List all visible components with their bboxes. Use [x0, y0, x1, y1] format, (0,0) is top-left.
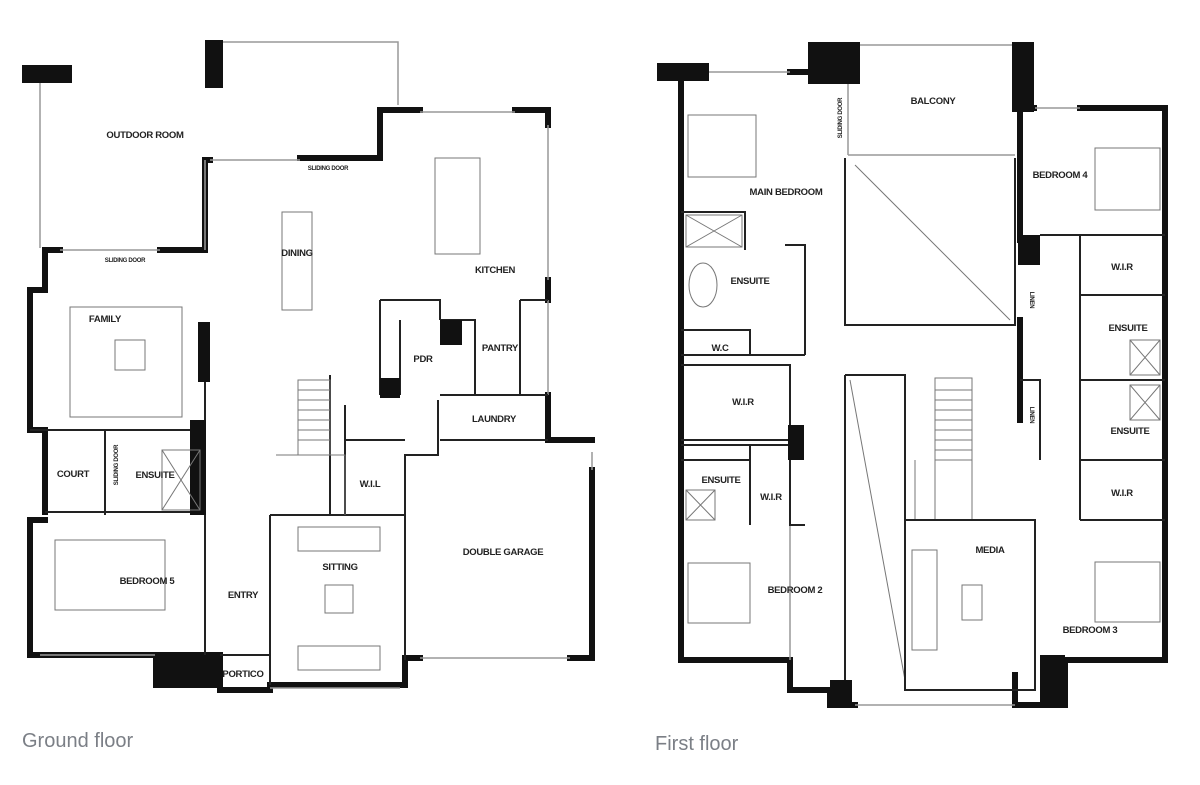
- column: [205, 40, 223, 88]
- shower: [1129, 384, 1161, 421]
- label-ensuite-4: ENSUITE: [1108, 323, 1147, 334]
- label-double-garage: DOUBLE GARAGE: [463, 547, 544, 558]
- sofa: [297, 526, 381, 552]
- bed: [1094, 147, 1161, 211]
- ottoman: [324, 584, 354, 614]
- label-main-bedroom: MAIN BEDROOM: [750, 187, 823, 198]
- label-sliding-door: SLIDING DOOR: [838, 97, 844, 138]
- wall-block: [380, 378, 400, 398]
- ottoman: [961, 584, 983, 621]
- label-kitchen: KITCHEN: [475, 265, 516, 276]
- label-court: COURT: [57, 469, 90, 480]
- stairs: [276, 379, 346, 515]
- label-bedroom-4: BEDROOM 4: [1033, 170, 1089, 181]
- label-entry: ENTRY: [228, 590, 259, 601]
- label-wir-2: W.I.R: [760, 492, 782, 503]
- label-wc: W.C: [711, 343, 728, 354]
- wall-block: [1018, 235, 1040, 265]
- bed: [687, 114, 757, 178]
- first-floor-caption: First floor: [655, 733, 739, 755]
- first-floor-plan: BALCONY SLIDING DOOR MAIN BEDROOM BEDROO…: [657, 42, 1168, 708]
- wall-block: [788, 425, 804, 460]
- sofa: [911, 549, 938, 651]
- label-sitting: SITTING: [322, 562, 357, 573]
- label-ensuite-main: ENSUITE: [730, 276, 769, 287]
- label-linen: LINEN: [1028, 292, 1034, 309]
- label-wil: W.I.L: [360, 479, 381, 490]
- wall-block: [190, 420, 206, 515]
- shower: [161, 449, 201, 511]
- label-media: MEDIA: [975, 545, 1005, 556]
- label-dining: DINING: [281, 248, 312, 259]
- label-pdr: PDR: [413, 354, 433, 365]
- first-interior-walls: [681, 211, 1165, 691]
- dining-table: [281, 211, 313, 311]
- label-balcony: BALCONY: [911, 96, 957, 107]
- label-ensuite-2: ENSUITE: [701, 475, 740, 486]
- label-sliding-door: SLIDING DOOR: [105, 258, 146, 264]
- outdoor-room-outline: [39, 41, 399, 248]
- stairs: [914, 377, 973, 521]
- label-linen: LINEN: [1028, 407, 1034, 424]
- shower: [1129, 339, 1161, 376]
- ground-interior-walls: [30, 299, 548, 685]
- column: [22, 65, 72, 83]
- void-diagonal: [849, 164, 1011, 681]
- column: [657, 63, 709, 81]
- shower: [685, 489, 716, 521]
- column: [808, 42, 860, 84]
- wall-block: [830, 680, 852, 705]
- label-sliding-door: SLIDING DOOR: [114, 444, 120, 485]
- bed: [687, 562, 751, 624]
- wall-block: [198, 322, 210, 382]
- void-edge: [844, 158, 1016, 690]
- label-portico: PORTICO: [222, 669, 263, 680]
- family-sofa: [69, 306, 183, 418]
- label-wir-4: W.I.R: [1111, 262, 1133, 273]
- label-laundry: LAUNDRY: [472, 414, 517, 425]
- wall-block: [1040, 655, 1065, 705]
- ground-floor-plan: OUTDOOR ROOM SLIDING DOOR SLIDING DOOR S…: [22, 40, 595, 693]
- label-wir-main: W.I.R: [732, 397, 754, 408]
- label-bedroom-2: BEDROOM 2: [768, 585, 823, 596]
- label-ensuite: ENSUITE: [135, 470, 174, 481]
- label-wir-3: W.I.R: [1111, 488, 1133, 499]
- first-external-walls: [678, 69, 1168, 708]
- kitchen-island: [434, 157, 481, 255]
- column: [153, 652, 218, 688]
- coffee-table: [114, 339, 146, 371]
- label-sliding-door: SLIDING DOOR: [308, 166, 349, 172]
- column: [1012, 42, 1034, 112]
- label-pantry: PANTRY: [482, 343, 519, 354]
- label-ensuite-3: ENSUITE: [1110, 426, 1149, 437]
- shower: [685, 214, 743, 248]
- wall-block: [440, 320, 462, 345]
- label-bedroom-3: BEDROOM 3: [1063, 625, 1118, 636]
- bathtub: [688, 262, 718, 308]
- sofa: [297, 645, 381, 671]
- ground-floor-caption: Ground floor: [22, 730, 134, 752]
- label-family: FAMILY: [89, 314, 122, 325]
- label-bedroom-5: BEDROOM 5: [120, 576, 176, 587]
- bed: [1094, 561, 1161, 623]
- label-outdoor-room: OUTDOOR ROOM: [106, 130, 184, 141]
- bed: [54, 539, 166, 611]
